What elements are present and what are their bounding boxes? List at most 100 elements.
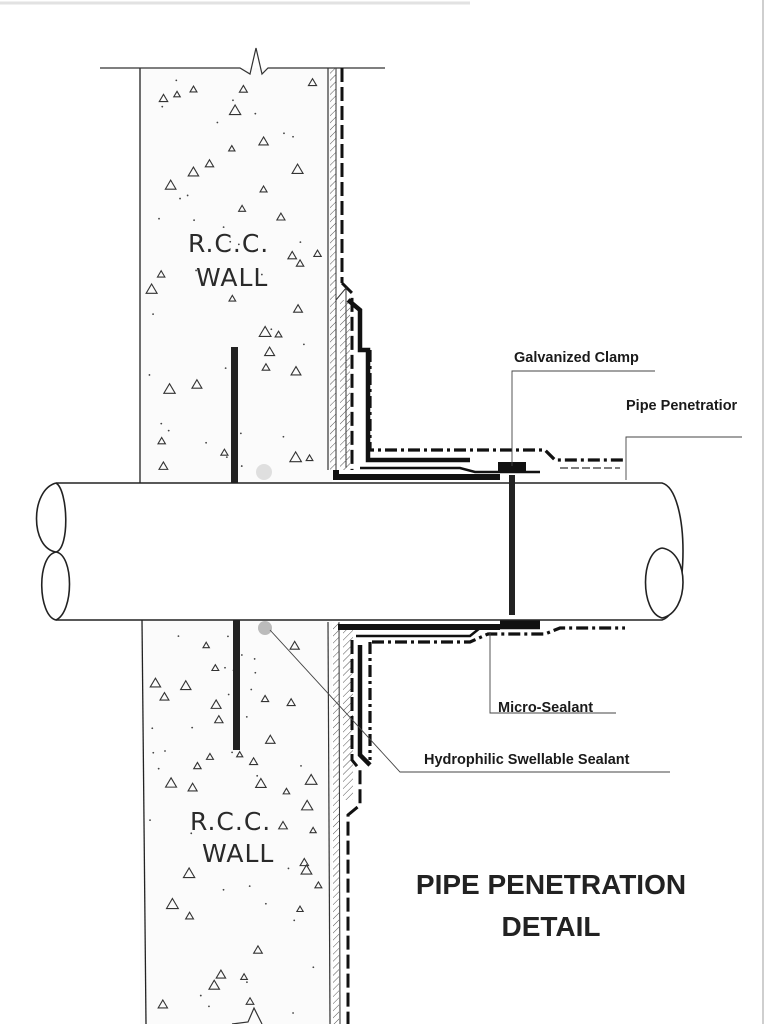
- aggregate-triangle: [164, 776, 178, 788]
- aggregate-triangle: [204, 158, 215, 168]
- aggregate-dot: [161, 105, 164, 108]
- aggregate-dot: [312, 966, 315, 969]
- aggregate-triangle: [157, 998, 169, 1009]
- water-stop-bars: [231, 347, 272, 750]
- concrete-wall: [100, 47, 385, 1024]
- aggregate-dot: [148, 374, 151, 376]
- aggregate-triangle: [261, 362, 271, 371]
- aggregate-dot: [151, 727, 154, 730]
- aggregate-dot: [299, 241, 302, 244]
- aggregate-dot: [240, 465, 243, 467]
- galvanized-clamp-label: Galvanized Clamp: [514, 350, 639, 366]
- aggregate-dot: [282, 435, 285, 438]
- aggregate-dot: [208, 1005, 210, 1008]
- aggregate-dot: [239, 432, 242, 435]
- aggregate-dot: [158, 217, 160, 220]
- aggregate-triangle: [207, 979, 221, 990]
- aggregate-triangle: [257, 135, 270, 146]
- aggregate-triangle: [210, 663, 220, 672]
- aggregate-dot: [260, 273, 263, 276]
- aggregate-triangle: [313, 880, 323, 889]
- aggregate-dot: [152, 313, 154, 316]
- aggregate-dot: [190, 832, 193, 835]
- aggregate-dot: [248, 885, 251, 888]
- aggregate-dot: [227, 693, 230, 696]
- aggregate-triangle: [282, 787, 291, 795]
- aggregate-triangle: [248, 756, 259, 766]
- drawing-title-line2: DETAIL: [501, 911, 600, 942]
- aggregate-triangle: [286, 250, 298, 260]
- aggregate-triangle: [158, 93, 169, 103]
- pipe: [35, 475, 684, 621]
- aggregate-triangle: [228, 103, 242, 116]
- aggregate-dot: [149, 819, 151, 822]
- aggregate-triangle: [187, 782, 199, 792]
- aggregate-dot: [250, 688, 253, 691]
- wall-label-upper-line2: WALL: [196, 263, 268, 292]
- aggregate-triangle: [263, 346, 276, 357]
- galvanized-clamp: [509, 475, 515, 615]
- waterproofing-layers: [327, 68, 625, 1024]
- aggregate-dot: [195, 269, 197, 272]
- aggregate-triangle: [205, 752, 215, 760]
- aggregate-dot: [177, 635, 180, 638]
- aggregate-triangle: [219, 448, 229, 456]
- aggregate-triangle: [277, 820, 289, 830]
- aggregate-triangle: [295, 258, 305, 267]
- aggregate-triangle: [237, 204, 247, 212]
- aggregate-triangle: [307, 77, 318, 87]
- aggregate-dot: [270, 328, 273, 331]
- aggregate-dot: [160, 422, 163, 425]
- aggregate-triangle: [172, 90, 182, 98]
- aggregate-dot: [222, 888, 225, 891]
- aggregate-dot: [287, 867, 290, 870]
- aggregate-triangle: [299, 857, 310, 867]
- aggregate-dot: [231, 751, 233, 754]
- pipe-penetration-label: Pipe Penetratior: [626, 398, 738, 414]
- aggregate-triangle: [300, 863, 313, 875]
- aggregate-dot: [167, 429, 170, 432]
- aggregate-triangle: [190, 378, 203, 389]
- aggregate-triangle: [274, 330, 283, 338]
- aggregate-triangle: [182, 866, 196, 879]
- pipe-right-break: [644, 547, 684, 619]
- aggregate-dot: [240, 654, 243, 656]
- pipe-left-break: [35, 482, 71, 621]
- aggregate-dot: [245, 715, 248, 718]
- aggregate-triangle: [312, 249, 323, 257]
- aggregate-triangle: [286, 697, 297, 707]
- aggregate-dot: [222, 226, 225, 229]
- aggregate-triangle: [159, 691, 170, 701]
- aggregate-dot: [152, 751, 155, 754]
- aggregate-dot: [232, 99, 234, 102]
- aggregate-triangle: [192, 761, 203, 770]
- aggregate-triangle: [295, 905, 305, 913]
- aggregate-triangle: [179, 679, 192, 691]
- aggregate-dot: [292, 1012, 294, 1014]
- aggregate-triangle: [309, 826, 318, 834]
- aggregate-triangle: [238, 84, 249, 93]
- aggregate-triangle: [145, 282, 159, 294]
- aggregate-dot: [179, 197, 181, 200]
- aggregate-triangle: [258, 325, 272, 337]
- aggregate-dot: [254, 671, 257, 674]
- aggregate-dot: [186, 194, 189, 197]
- aggregate-triangle: [292, 303, 304, 313]
- aggregate-triangle: [213, 714, 224, 724]
- aggregate-triangle: [252, 944, 264, 954]
- aggregate-triangle: [227, 144, 236, 152]
- aggregate-triangle: [305, 453, 314, 462]
- micro-sealant-label: Micro-Sealant: [498, 700, 593, 716]
- aggregate-triangle: [300, 799, 314, 811]
- aggregate-dot: [164, 750, 166, 752]
- drawing-title-line1: PIPE PENETRATION: [416, 869, 686, 900]
- aggregate-triangle: [228, 294, 237, 302]
- aggregate-dot: [253, 658, 256, 660]
- aggregate-dot: [293, 919, 296, 922]
- aggregate-triangle: [165, 897, 180, 910]
- aggregate-triangle: [202, 641, 211, 649]
- aggregate-dot: [254, 112, 257, 115]
- aggregate-triangle: [187, 165, 200, 177]
- wall-label-upper-line1: R.C.C.: [188, 229, 269, 258]
- aggregate-dot: [303, 343, 305, 346]
